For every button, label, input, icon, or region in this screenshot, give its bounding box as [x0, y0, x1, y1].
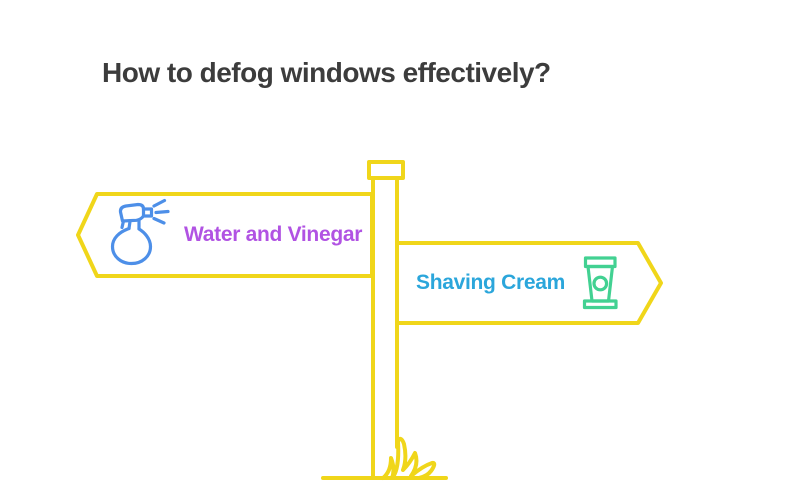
sign-plate-water-and-vinegar: [76, 192, 374, 278]
signpost-cap: [367, 160, 405, 180]
spray-mist-lines: [152, 198, 170, 225]
cream-tube-base: [582, 299, 618, 310]
sign-label-shaving-cream: Shaving Cream: [416, 271, 565, 294]
cream-tube-icon: [582, 256, 618, 310]
spray-bottle-trigger: [120, 219, 126, 230]
spray-bottle-nozzle: [141, 207, 154, 218]
cream-tube-body: [586, 264, 615, 303]
sign-plate-shaving-cream: [395, 241, 663, 325]
spray-bottle-head: [118, 202, 146, 223]
sign-label-water-and-vinegar: Water and Vinegar: [184, 223, 363, 246]
grass-tuft: [381, 436, 437, 480]
spray-bottle-body: [110, 226, 153, 266]
cream-tube-dot: [592, 275, 609, 292]
spray-bottle-icon: [110, 198, 170, 266]
page-title: How to defog windows effectively?: [102, 57, 551, 88]
